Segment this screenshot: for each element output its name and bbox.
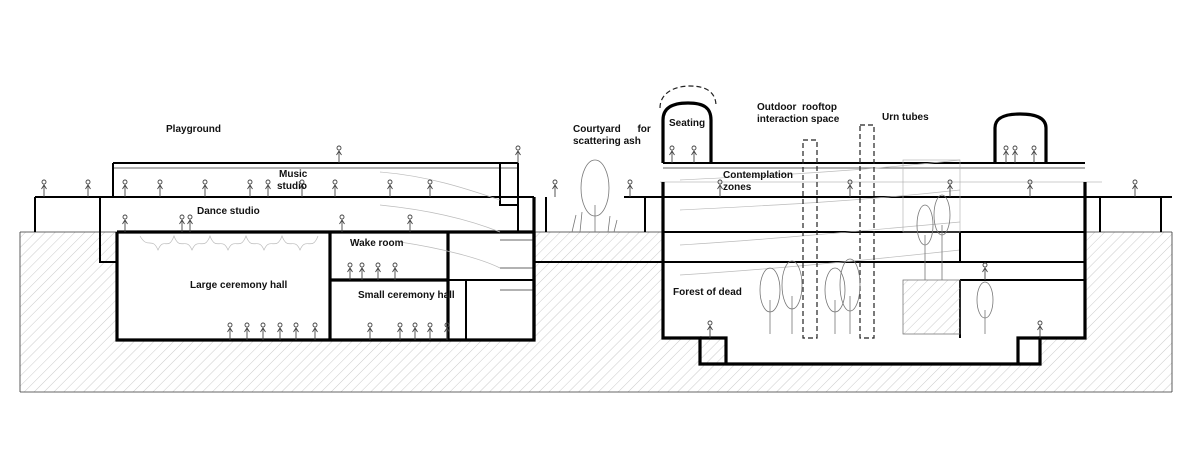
ground-hatch (19, 190, 1173, 393)
courtyard (533, 159, 664, 263)
person-figure (227, 322, 233, 340)
person-figure (312, 322, 318, 340)
person-figure (1037, 320, 1043, 338)
person-figure (85, 179, 91, 197)
label-contemplation-1: Contemplation (723, 170, 793, 181)
label-music-studio-2: studio (277, 181, 307, 192)
person-figure (375, 262, 381, 280)
person-figure (707, 320, 713, 338)
person-figure (1031, 145, 1037, 163)
person-figure (367, 322, 373, 340)
person-figure (347, 262, 353, 280)
person-figure (122, 179, 128, 197)
person-figure (627, 179, 633, 197)
person-figure (427, 179, 433, 197)
person-figure (552, 179, 558, 197)
person-figure (407, 214, 413, 232)
label-urn-tubes: Urn tubes (882, 112, 929, 123)
label-courtyard-2: scattering ash (573, 136, 641, 147)
label-rooftop-1: Outdoor rooftop (757, 102, 837, 113)
person-figure (293, 322, 299, 340)
person-figure (277, 322, 283, 340)
person-figure (336, 145, 342, 163)
person-figure (247, 179, 253, 197)
person-figure (187, 214, 193, 232)
person-figure (1132, 179, 1138, 197)
label-forest-of-dead: Forest of dead (673, 287, 742, 298)
label-contemplation-2: zones (723, 182, 752, 193)
person-figure (339, 214, 345, 232)
person-figure (1027, 179, 1033, 197)
label-courtyard-1: Courtyard for (573, 124, 651, 135)
person-figure (444, 322, 450, 340)
label-playground: Playground (166, 124, 221, 135)
person-figure (299, 179, 305, 197)
person-figure (515, 145, 521, 163)
person-figure (397, 322, 403, 340)
person-figure (359, 262, 365, 280)
people-figures (41, 145, 1138, 340)
label-large-ceremony-hall: Large ceremony hall (190, 280, 287, 291)
label-rooftop-2: interaction space (757, 114, 840, 125)
label-music-studio-1: Music (279, 169, 308, 180)
person-figure (392, 262, 398, 280)
person-figure (332, 179, 338, 197)
person-figure (265, 179, 271, 197)
person-figure (157, 179, 163, 197)
left-building (34, 162, 536, 342)
person-figure (1012, 145, 1018, 163)
forest-trees (759, 194, 994, 334)
label-small-ceremony-hall: Small ceremony hall (358, 290, 455, 301)
person-figure (847, 179, 853, 197)
person-figure (691, 145, 697, 163)
person-figure (179, 214, 185, 232)
person-figure (669, 145, 675, 163)
person-figure (947, 179, 953, 197)
label-seating: Seating (669, 118, 705, 129)
label-wake-room: Wake room (350, 238, 404, 249)
person-figure (122, 214, 128, 232)
person-figure (1003, 145, 1009, 163)
person-figure (202, 179, 208, 197)
person-figure (717, 179, 723, 197)
labels: Playground Music studio Dance studio Wak… (166, 102, 929, 301)
person-figure (260, 322, 266, 340)
person-figure (982, 262, 988, 280)
person-figure (244, 322, 250, 340)
person-figure (412, 322, 418, 340)
person-figure (427, 322, 433, 340)
person-figure (41, 179, 47, 197)
person-figure (387, 179, 393, 197)
label-dance-studio: Dance studio (197, 206, 260, 217)
